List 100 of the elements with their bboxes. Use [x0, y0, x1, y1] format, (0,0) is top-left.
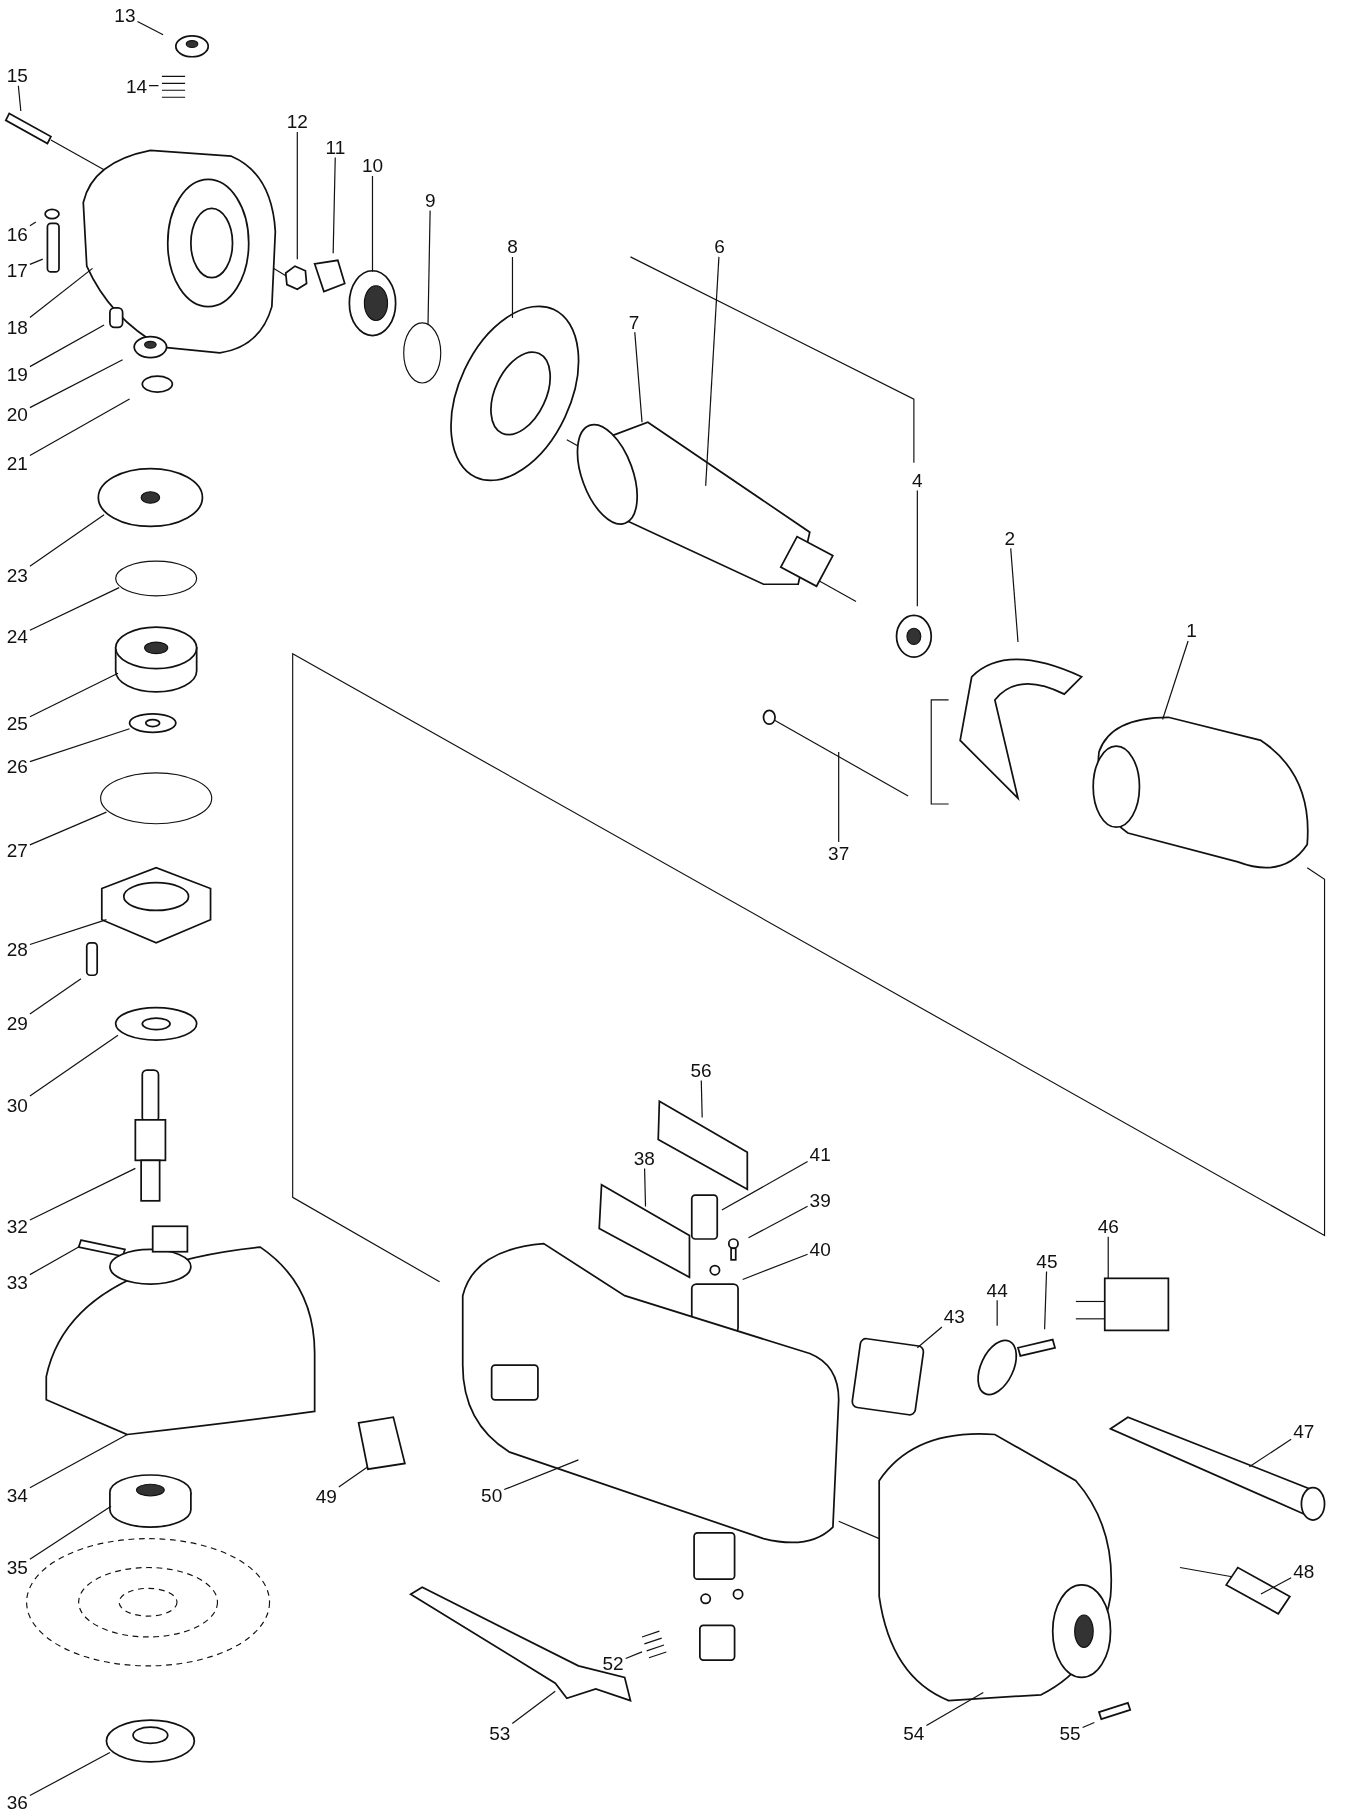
callout-number: 21 [4, 452, 30, 474]
leader-line [1044, 1270, 1048, 1330]
callout-number: 38 [631, 1147, 657, 1169]
callout-number: 28 [4, 938, 30, 960]
callout-number: 37 [826, 842, 852, 864]
leader-line [29, 359, 124, 409]
leader-line [503, 1459, 579, 1491]
leader-line [29, 1246, 80, 1276]
leader-line [29, 1751, 111, 1797]
callout-number: 26 [4, 755, 30, 777]
leader-line [916, 1326, 943, 1349]
leader-line [625, 1651, 643, 1660]
callout-number: 56 [688, 1059, 714, 1081]
leader-line [700, 1079, 703, 1119]
leader-line [29, 324, 105, 368]
leader-line [296, 131, 298, 260]
leader-line [29, 258, 44, 265]
leader-line [1107, 1236, 1109, 1279]
callout-number: 16 [4, 223, 30, 245]
leader-line [916, 489, 918, 607]
leader-line [29, 672, 119, 718]
leader-line [29, 398, 131, 457]
callout-number: 11 [323, 136, 348, 158]
callout-number: 25 [4, 712, 30, 734]
callout-number: 40 [807, 1238, 833, 1260]
callout-number: 13 [112, 4, 138, 26]
callout-number: 35 [4, 1556, 30, 1578]
callout-number: 20 [4, 403, 30, 425]
leader-line [742, 1253, 809, 1281]
leader-line [136, 20, 164, 36]
callout-number: 49 [313, 1485, 339, 1507]
callout-number: 43 [941, 1305, 967, 1327]
leader-line [721, 1161, 809, 1211]
callout-number: 44 [984, 1279, 1010, 1301]
leader-line [747, 1205, 809, 1239]
leader-line [371, 175, 374, 273]
callout-number: 46 [1095, 1215, 1121, 1237]
leader-line [1260, 1577, 1292, 1595]
callout-number: 47 [1291, 1420, 1317, 1442]
leader-line [338, 1466, 369, 1488]
callout-number: 54 [901, 1722, 927, 1744]
leader-line [29, 514, 105, 567]
callout-number: 17 [4, 259, 30, 281]
callout-number: 12 [284, 110, 310, 132]
leader-line [29, 1034, 119, 1097]
callout-number: 6 [712, 235, 727, 257]
callout-number: 15 [4, 64, 30, 86]
callout-number: 2 [1002, 527, 1018, 549]
leader-line [511, 256, 514, 319]
leader-line [634, 331, 643, 423]
callout-number: 23 [4, 564, 30, 586]
callout-number: 32 [4, 1215, 30, 1237]
leader-line [705, 256, 720, 487]
callout-number: 52 [600, 1653, 626, 1674]
leader-line [1162, 640, 1189, 721]
callout-number: 55 [1057, 1722, 1083, 1744]
callout-number: 9 [423, 189, 438, 211]
callout-number: 8 [505, 235, 520, 257]
leader-line [29, 1433, 128, 1489]
callout-number: 4 [910, 469, 925, 491]
callout-number: 10 [359, 154, 386, 176]
leader-line [996, 1299, 998, 1327]
callout-number: 19 [4, 363, 30, 385]
leader-line [925, 1691, 984, 1727]
leader-line [29, 978, 82, 1015]
callout-number: 53 [487, 1722, 513, 1744]
callout-number: 48 [1291, 1560, 1317, 1582]
leader-line [29, 728, 131, 763]
callout-number: 39 [807, 1189, 833, 1211]
callout-number: 41 [807, 1144, 833, 1165]
leader-line [29, 587, 120, 631]
leader-line [29, 267, 94, 319]
leader-line [29, 221, 37, 227]
callout-number: 45 [1034, 1250, 1060, 1272]
leader-line [1082, 1721, 1095, 1729]
leader-line [17, 85, 22, 112]
callout-number: 27 [4, 839, 30, 861]
callout-number: 50 [479, 1484, 505, 1506]
callout-number: 7 [626, 311, 642, 333]
callout-number: 14 [123, 75, 150, 97]
leader-line [1248, 1438, 1292, 1468]
leader-line [332, 156, 336, 254]
leader-line [838, 751, 840, 843]
leader-line [29, 1505, 112, 1560]
callout-number: 18 [4, 316, 30, 338]
callout-number: 29 [4, 1012, 30, 1034]
callout-number: 34 [4, 1484, 30, 1506]
callout-number: 36 [4, 1791, 30, 1813]
callout-number: 30 [4, 1094, 30, 1116]
leader-line [148, 85, 160, 87]
leader-line [644, 1167, 647, 1208]
leader-line [29, 919, 108, 946]
callout-number: 1 [1184, 619, 1199, 641]
leader-line [427, 210, 431, 325]
leader-line [29, 1167, 136, 1221]
leader-line [29, 811, 108, 846]
callout-number: 24 [4, 625, 30, 647]
leader-line [1010, 547, 1019, 643]
leader-line [511, 1690, 556, 1725]
callout-number: 33 [4, 1271, 30, 1293]
